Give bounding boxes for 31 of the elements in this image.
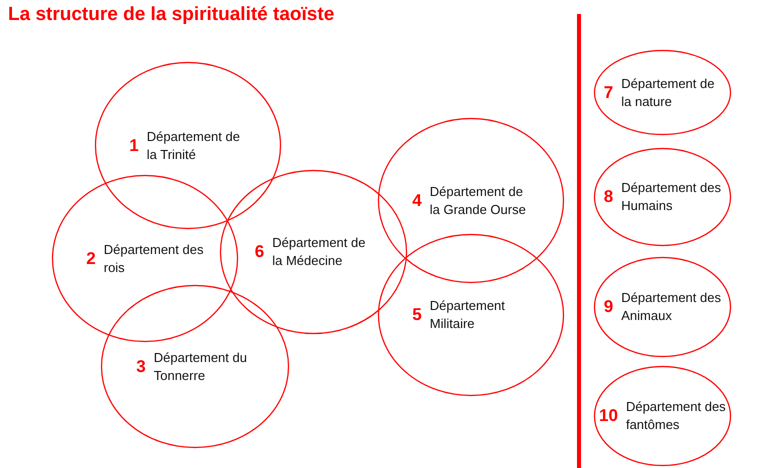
ellipse-node — [378, 118, 564, 283]
department-label: Département des Animaux — [621, 289, 722, 325]
callout-number: 7 — [604, 82, 614, 102]
ellipse-node — [101, 285, 289, 448]
diagram-title: La structure de la spiritualité taoïste — [8, 4, 334, 26]
callout-number: 6 — [254, 242, 264, 262]
callout-number: 4 — [412, 190, 422, 210]
callout-number: 9 — [604, 297, 614, 317]
department-label: Département de la Trinité — [146, 128, 241, 164]
ellipse-node — [594, 366, 731, 466]
ellipse-node — [594, 50, 731, 135]
department-label: Département du Tonnerre — [154, 348, 248, 384]
ellipse-node — [378, 234, 564, 396]
callout-number: 2 — [86, 248, 96, 268]
department-label: Département de la Médecine — [272, 234, 366, 270]
department-label: Département de la Grande Ourse — [430, 182, 527, 218]
ellipse-node — [594, 148, 731, 246]
department-label: Département des rois — [104, 240, 204, 276]
ellipse-node — [220, 170, 407, 334]
ellipse-node — [95, 62, 281, 229]
department-label: Département Militaire — [430, 297, 506, 333]
ellipse-node — [594, 257, 731, 357]
callout-number: 8 — [604, 187, 614, 207]
department-label: Département des Humains — [621, 179, 722, 215]
department-label: Département de la nature — [621, 74, 716, 110]
callout-number: 3 — [136, 356, 146, 376]
callout-number: 1 — [129, 136, 139, 156]
callout-number: 5 — [412, 305, 422, 325]
ellipse-node — [52, 175, 238, 342]
callout-number: 10 — [599, 406, 618, 426]
department-label: Département des fantômes — [626, 398, 726, 434]
